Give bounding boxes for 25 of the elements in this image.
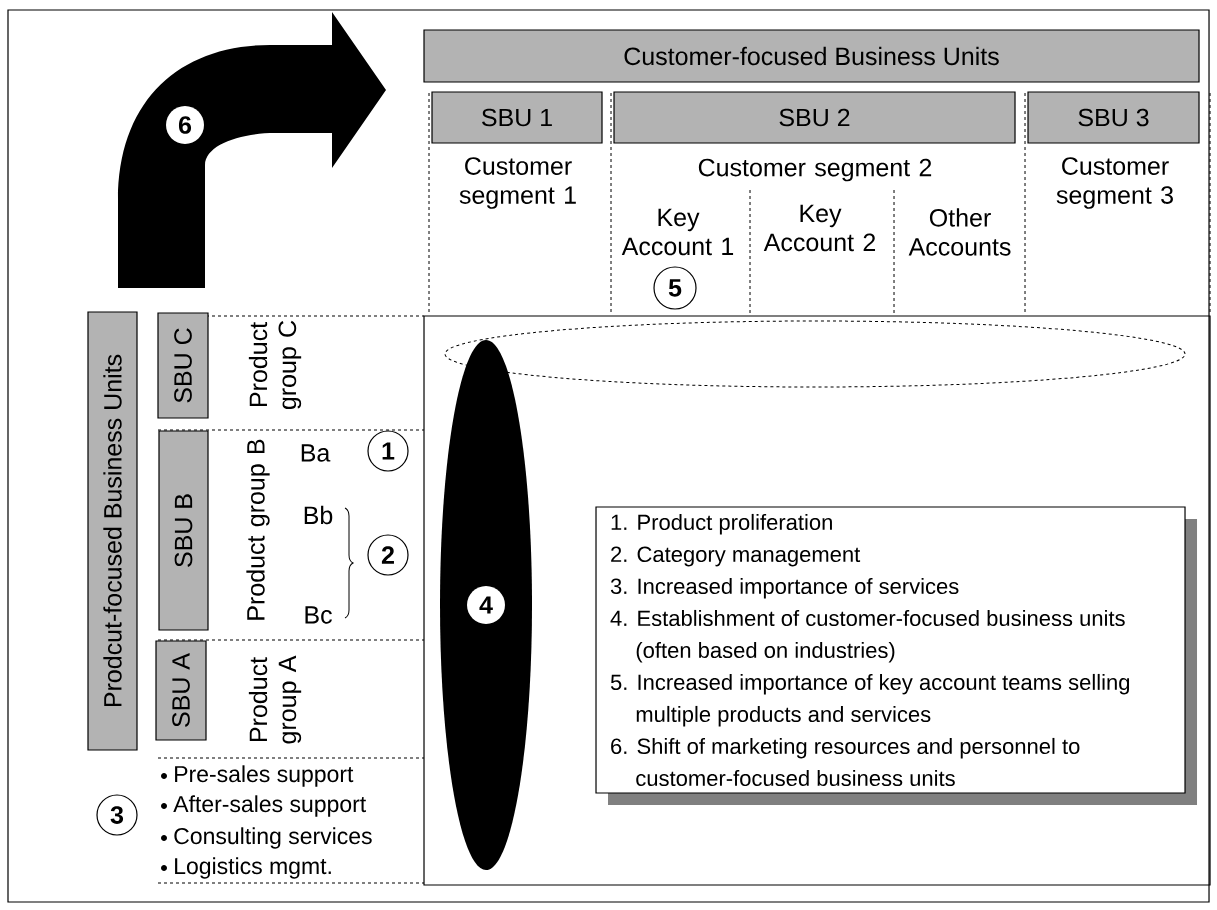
product-group-label: Product group C xyxy=(248,320,302,410)
account-label: Key Account 1 xyxy=(621,208,734,256)
product-group-label: Product group A xyxy=(248,655,302,744)
unit-box: SBU B xyxy=(158,430,209,631)
service-item: After-sales support xyxy=(161,795,367,817)
unit-box: SBU 1 xyxy=(431,91,603,144)
legend-box: 1. Product proliferation 2. Category management 3. Increased importance of services 4. Establishment of customer-focused business units (often based on industries) 5. Increased importance of key account teams selling multiple products and services 6. Shift of marketing resources and personnel to customer-focused business units xyxy=(595,506,1197,805)
unit-box: Customer-focused Business Units xyxy=(423,29,1200,83)
segment-label: Customer segment 1 xyxy=(459,157,576,209)
subgroup-label: Bc xyxy=(305,606,332,624)
segment-label: Customer segment 3 xyxy=(1056,157,1173,209)
unit-box: SBU 3 xyxy=(1027,91,1200,144)
service-item: Pre-sales support xyxy=(161,765,354,787)
unit-box: SBU 2 xyxy=(613,91,1016,144)
account-label: Other Accounts xyxy=(908,208,1011,256)
subgroup-label: Bb xyxy=(304,505,333,525)
product-group-label: Product group B xyxy=(246,439,270,620)
unit-box: SBU A xyxy=(155,640,207,741)
account-label: Key Account 2 xyxy=(763,204,875,252)
service-item: Logistics mgmt. xyxy=(161,857,331,879)
subgroup-label: Ba xyxy=(301,444,331,462)
unit-box: Prodcut-focused Business Units xyxy=(87,311,138,751)
dashed-ellipse xyxy=(444,320,1186,388)
unit-box: SBU C xyxy=(157,312,209,419)
service-item: Consulting services xyxy=(161,827,372,849)
